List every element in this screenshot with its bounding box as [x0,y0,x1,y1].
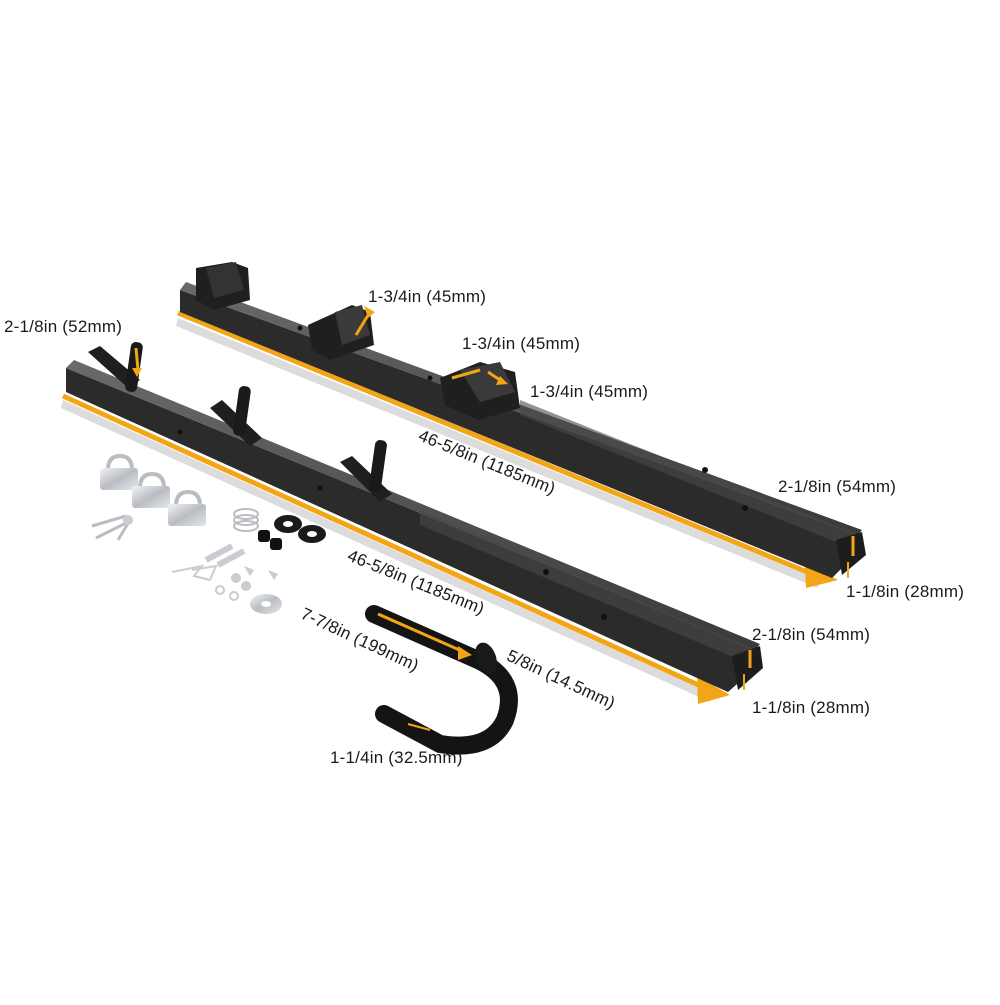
hardware-kit [91,453,326,614]
rubber-grommet [258,530,270,542]
spring [233,508,259,532]
arrow-head-icon [697,676,730,704]
front-rail-peg-dimension: 2-1/8in (52mm) [4,317,123,336]
front-rail-height-dimension: 1-1/8in (28mm) [752,698,871,717]
bolts [204,543,246,568]
clamp [440,362,520,420]
padlock [168,489,206,526]
rear-rail-clamp-3-dimension: 1-3/4in (45mm) [530,382,649,401]
keys [91,514,133,541]
hitch-pin-clips [171,564,218,581]
rear-rail-clamp-2-dimension: 1-3/4in (45mm) [462,334,581,353]
front-rail-width-dimension: 2-1/8in (54mm) [752,625,871,644]
rear-rail-width-dimension: 2-1/8in (54mm) [778,477,897,496]
padlock [132,471,170,508]
rear-rail-height-dimension: 1-1/8in (28mm) [846,582,965,601]
j-hook [365,605,518,755]
peg-holder [88,342,143,392]
peg-holder [210,386,262,446]
padlock [100,453,138,490]
clamp [308,305,375,360]
rubber-grommet [270,538,282,550]
peg-holder [340,440,392,502]
front-rail [61,342,763,704]
clamp [196,262,250,310]
hook-opening-dimension: 1-1/4in (32.5mm) [330,748,463,767]
rear-rail [176,262,866,588]
rear-rail-clamp-1-dimension: 1-3/4in (45mm) [368,287,487,306]
